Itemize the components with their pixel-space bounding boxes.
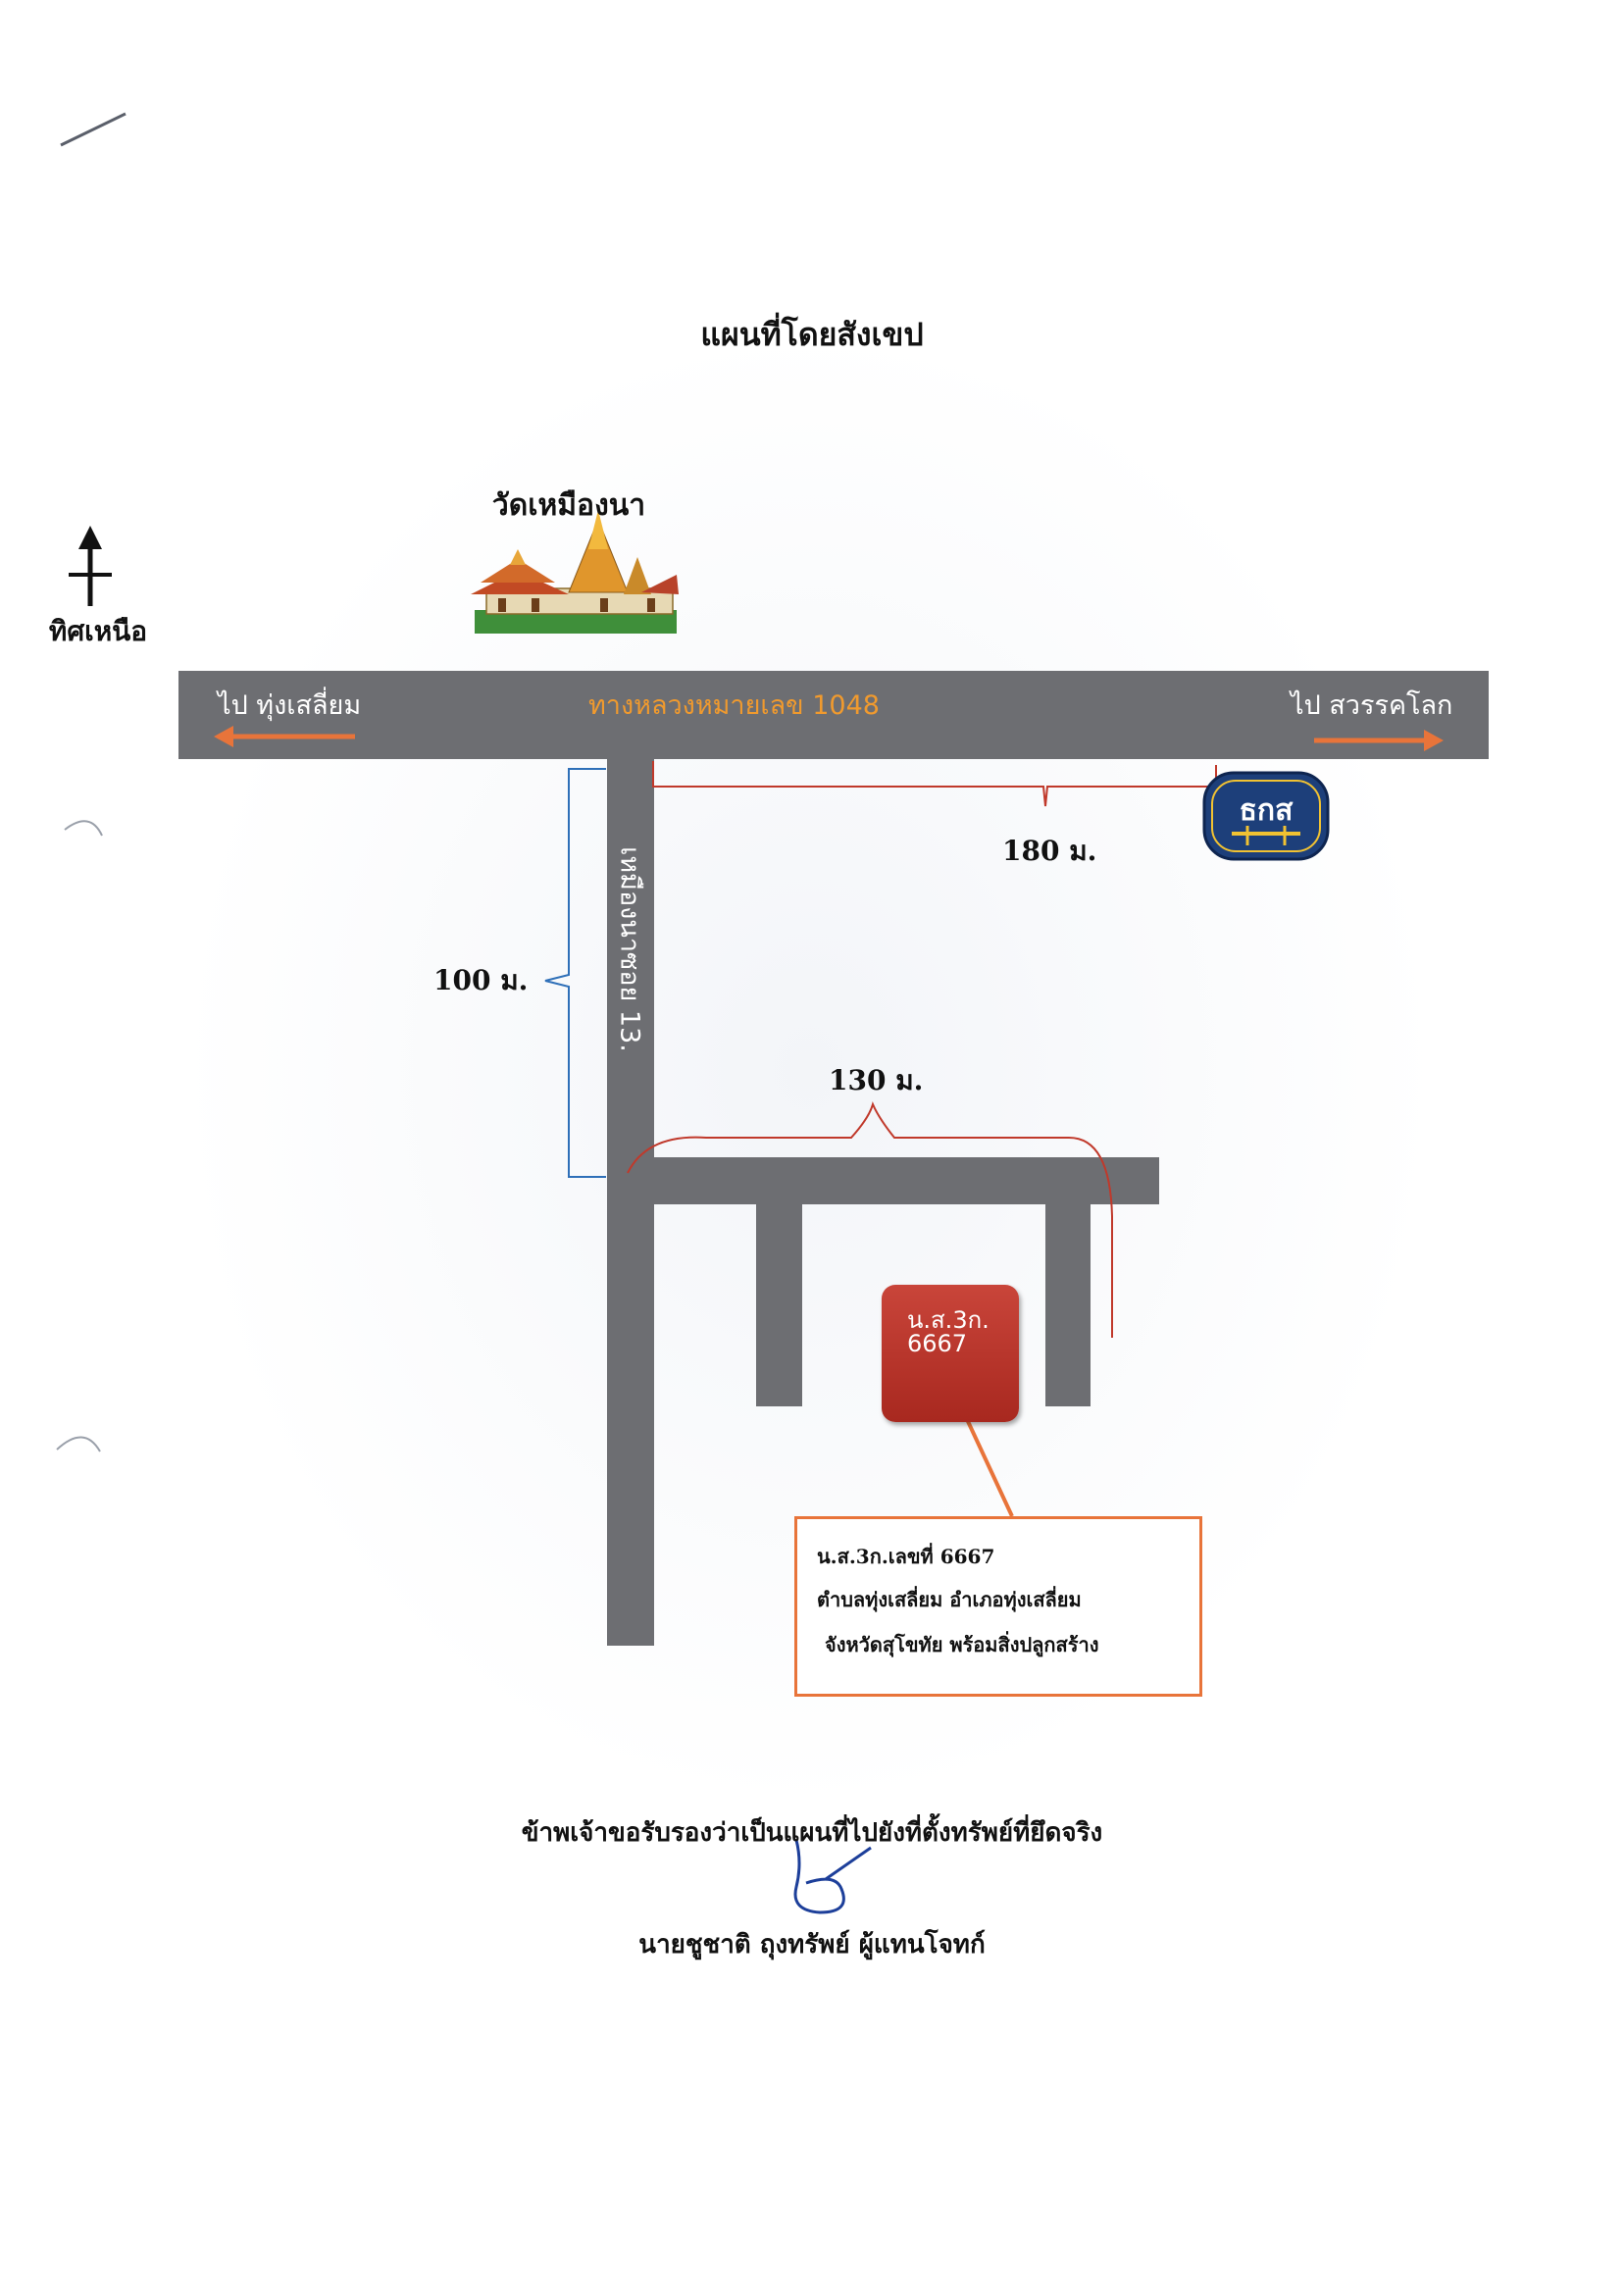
temple-label: วัดเหมืองนา [491, 488, 646, 523]
soi-road [607, 753, 654, 1646]
punch-hole-mark [64, 820, 103, 837]
distance-label-130: 130 ม. [829, 1064, 924, 1096]
temple-icon [471, 510, 679, 634]
main-road [178, 671, 1489, 759]
page-title: แผนที่โดยสังเขป [700, 316, 924, 353]
plot-callout-box: น.ส.3ก.เลขที่ 6667 ตำบลทุ่งเสลี่ยม อำเภอ… [794, 1516, 1202, 1697]
bank-logo-text: ธกส [1240, 793, 1294, 828]
bank-logo-icon: ธกส [1202, 771, 1330, 861]
punch-hole-mark [56, 1436, 101, 1452]
main-road-name: ทางหลวงหมายเลข 1048 [588, 690, 880, 721]
branch-stub-road [1045, 1200, 1091, 1406]
plot-label-line2: 6667 [907, 1330, 968, 1357]
certification-statement: ข้าพเจ้าขอรับรองว่าเป็นแผนที่ไปยังที่ตั้… [521, 1818, 1103, 1848]
signature-icon [793, 1839, 872, 1914]
arrow-right-icon [1314, 730, 1444, 751]
arrow-left-icon [214, 726, 355, 747]
scan-mark [60, 112, 127, 147]
distance-label-180: 180 ม. [1002, 835, 1097, 867]
direction-right-label: ไป สวรรคโลก [1291, 690, 1453, 721]
north-arrow-icon [69, 526, 112, 606]
land-plot-marker: น.ส.3ก. 6667 [882, 1285, 1019, 1422]
distance-bracket-130 [627, 1101, 1113, 1338]
north-label: ทิศเหนือ [48, 615, 148, 647]
branch-stub-road [756, 1200, 802, 1406]
distance-label-100: 100 ม. [433, 964, 529, 996]
branch-road [649, 1157, 1159, 1204]
distance-bracket-180 [652, 761, 1217, 807]
direction-left-label: ไป ทุ่งเสลี่ยม [218, 690, 362, 721]
callout-line1: น.ส.3ก.เลขที่ 6667 [817, 1545, 995, 1568]
distance-bracket-100 [544, 768, 606, 1178]
plot-label-line1: น.ส.3ก. [907, 1306, 990, 1334]
callout-line3: จังหวัดสุโขทัย พร้อมสิ่งปลูกสร้าง [825, 1633, 1099, 1656]
callout-line2: ตำบลทุ่งเสลี่ยม อำเภอทุ่งเสลี่ยม [817, 1588, 1082, 1611]
signer-name: นายชูชาติ ถุงทรัพย์ ผู้แทนโจทก์ [638, 1930, 986, 1960]
